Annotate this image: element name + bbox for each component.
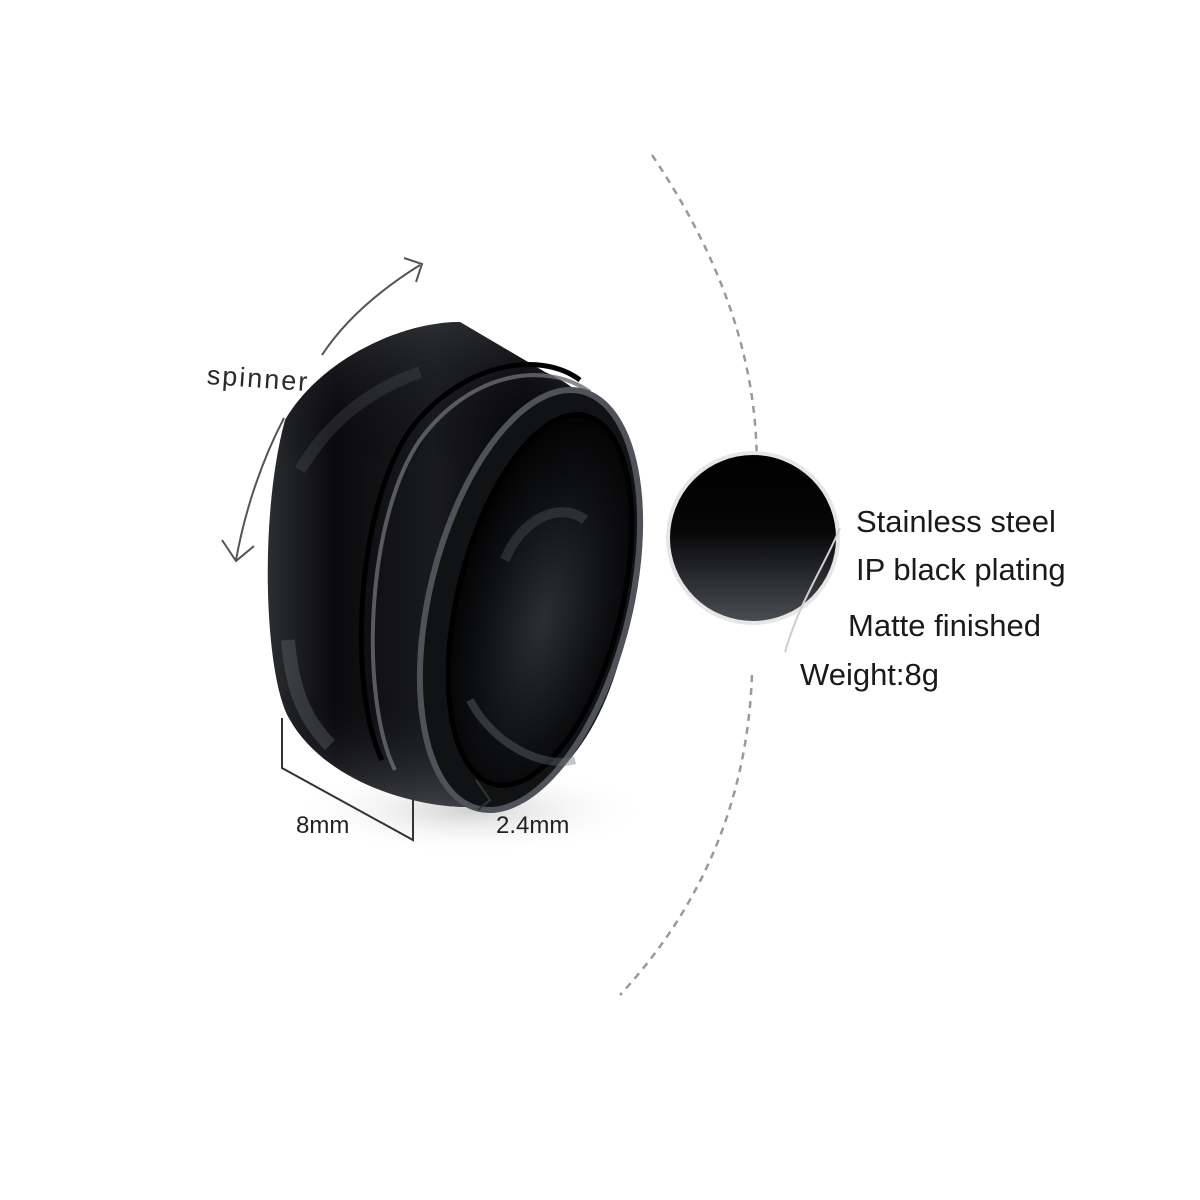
spec-plating: IP black plating [856, 552, 1066, 587]
spec-finish: Matte finished [848, 608, 1041, 643]
dimension-lines [281, 718, 492, 842]
spec-material: Stainless steel [856, 504, 1056, 539]
material-swatch [666, 451, 841, 653]
spec-weight: Weight:8g [800, 657, 940, 692]
width-dimension-label: 8mm [296, 812, 350, 839]
rotation-arrow-icon [221, 257, 424, 563]
dashed-divider-arc [619, 154, 758, 996]
thickness-dimension-label: 2.4mm [496, 812, 570, 839]
ring-icon [267, 322, 644, 814]
